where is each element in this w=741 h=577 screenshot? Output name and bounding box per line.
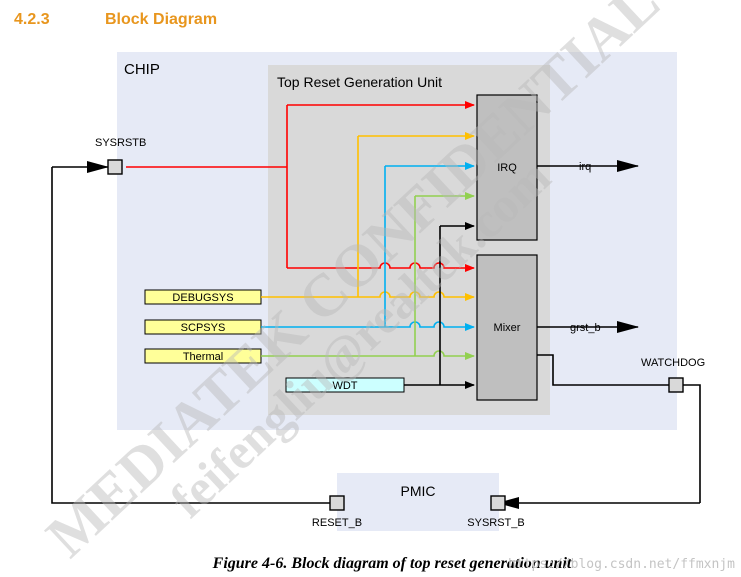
- watchdog-down-wire: [683, 384, 701, 503]
- chip-label: CHIP: [124, 61, 160, 78]
- mixer-to-watchdog-wire: [537, 354, 669, 386]
- pmic-block: [337, 473, 499, 531]
- watchdog-label: WATCHDOG: [641, 357, 705, 369]
- watermark-url: https://blog.csdn.net/ffmxnjm: [508, 557, 735, 572]
- reset-b-port: [329, 495, 345, 511]
- sysrstb-label: SYSRSTB: [95, 137, 146, 149]
- mixer-block-label: Mixer: [494, 322, 521, 334]
- section-title: Block Diagram: [105, 11, 217, 28]
- green-arrow-mixer: [261, 350, 475, 360]
- grst-signal-label: grst_b: [570, 322, 601, 334]
- reset-b-label: RESET_B: [312, 517, 362, 529]
- pmic-label: PMIC: [401, 483, 436, 499]
- irq-block-label: IRQ: [497, 162, 517, 174]
- wdt-label: WDT: [332, 380, 357, 392]
- blue-arrow-mixer: [261, 321, 475, 331]
- figure-caption: Figure 4-6. Block diagram of top reset g…: [212, 555, 572, 572]
- watchdog-port: [668, 377, 684, 393]
- reset-loop-wire: [51, 167, 330, 504]
- sysrst-b-label: SYSRST_B: [467, 517, 524, 529]
- irq-signal-label: irq: [579, 161, 591, 173]
- thermal-label: Thermal: [183, 351, 223, 363]
- sysrstb-port: [107, 159, 123, 175]
- section-number: 4.2.3: [14, 11, 50, 28]
- debugsys-label: DEBUGSYS: [172, 292, 233, 304]
- scpsys-label: SCPSYS: [181, 322, 226, 334]
- mixer-block: [476, 254, 538, 401]
- sysrst-b-port: [490, 495, 506, 511]
- irq-block: [476, 94, 538, 241]
- reset-unit-label: Top Reset Generation Unit: [277, 74, 442, 90]
